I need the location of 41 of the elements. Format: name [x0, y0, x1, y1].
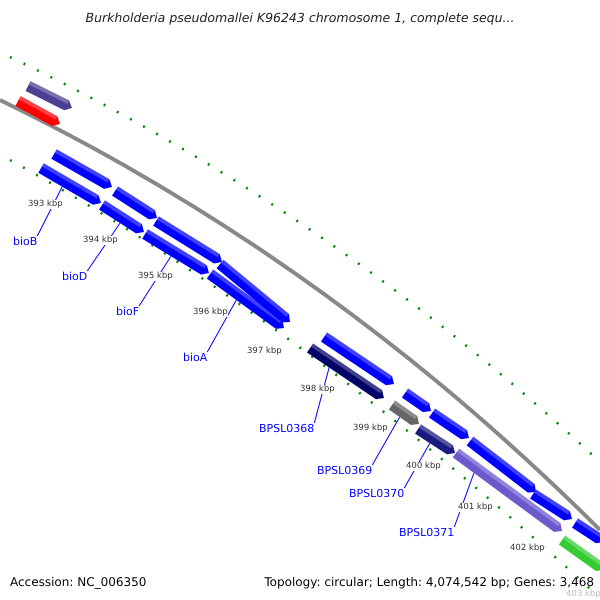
gene-feature	[15, 96, 60, 126]
leader-line	[206, 300, 237, 352]
gene-feature	[558, 536, 600, 571]
scale-label: 395 kbp	[138, 272, 173, 282]
gene-feature	[153, 216, 222, 264]
gene-feature	[388, 400, 419, 426]
gene-label: bioD	[62, 271, 88, 284]
scale-label: 399 kbp	[353, 424, 388, 434]
title: Burkholderia pseudomallei K96243 chromosome 1, complete sequ...	[84, 10, 516, 25]
scale-label: 400 kbp	[406, 462, 441, 472]
scale-label: 401 kbp	[458, 503, 493, 512]
scale-label: 398 kbp	[300, 385, 335, 394]
gene-feature	[320, 332, 394, 386]
gene-label: BPSL0371	[399, 527, 454, 540]
leader-line	[372, 416, 400, 466]
scale-label: 402 kbp	[510, 544, 545, 554]
scale-label: 393 kbp	[28, 200, 63, 210]
gene-label: bioA	[183, 352, 208, 364]
gene-label: bioF	[116, 306, 140, 318]
gene-label: bioB	[13, 236, 38, 248]
gene-feature	[466, 436, 536, 493]
gene-feature	[572, 518, 600, 544]
gene-feature	[26, 81, 72, 110]
gene-feature	[452, 448, 562, 532]
footer-text: Accession: NC_006350	[10, 576, 146, 590]
gene-label: BPSL0368	[259, 423, 314, 436]
gene-feature	[530, 489, 572, 520]
footer-text: Topology: circular; Length: 4,074,542 bp; Genes: 3,468	[264, 576, 594, 590]
scale-label: 394 kbp	[83, 236, 118, 246]
gene-feature	[112, 186, 157, 220]
gene-label: BPSL0370	[349, 488, 404, 500]
gene-feature	[402, 388, 431, 412]
gene-label: BPSL0369	[317, 465, 372, 478]
leader-line	[314, 367, 330, 424]
scale-label: 397 kbp	[247, 347, 282, 356]
gene-feature	[415, 424, 455, 454]
gene-feature	[428, 408, 469, 440]
gene-feature	[99, 200, 144, 234]
scale-label: 396 kbp	[193, 308, 228, 318]
gene-feature	[51, 149, 112, 189]
scale-label: 403 kbp	[566, 590, 600, 600]
